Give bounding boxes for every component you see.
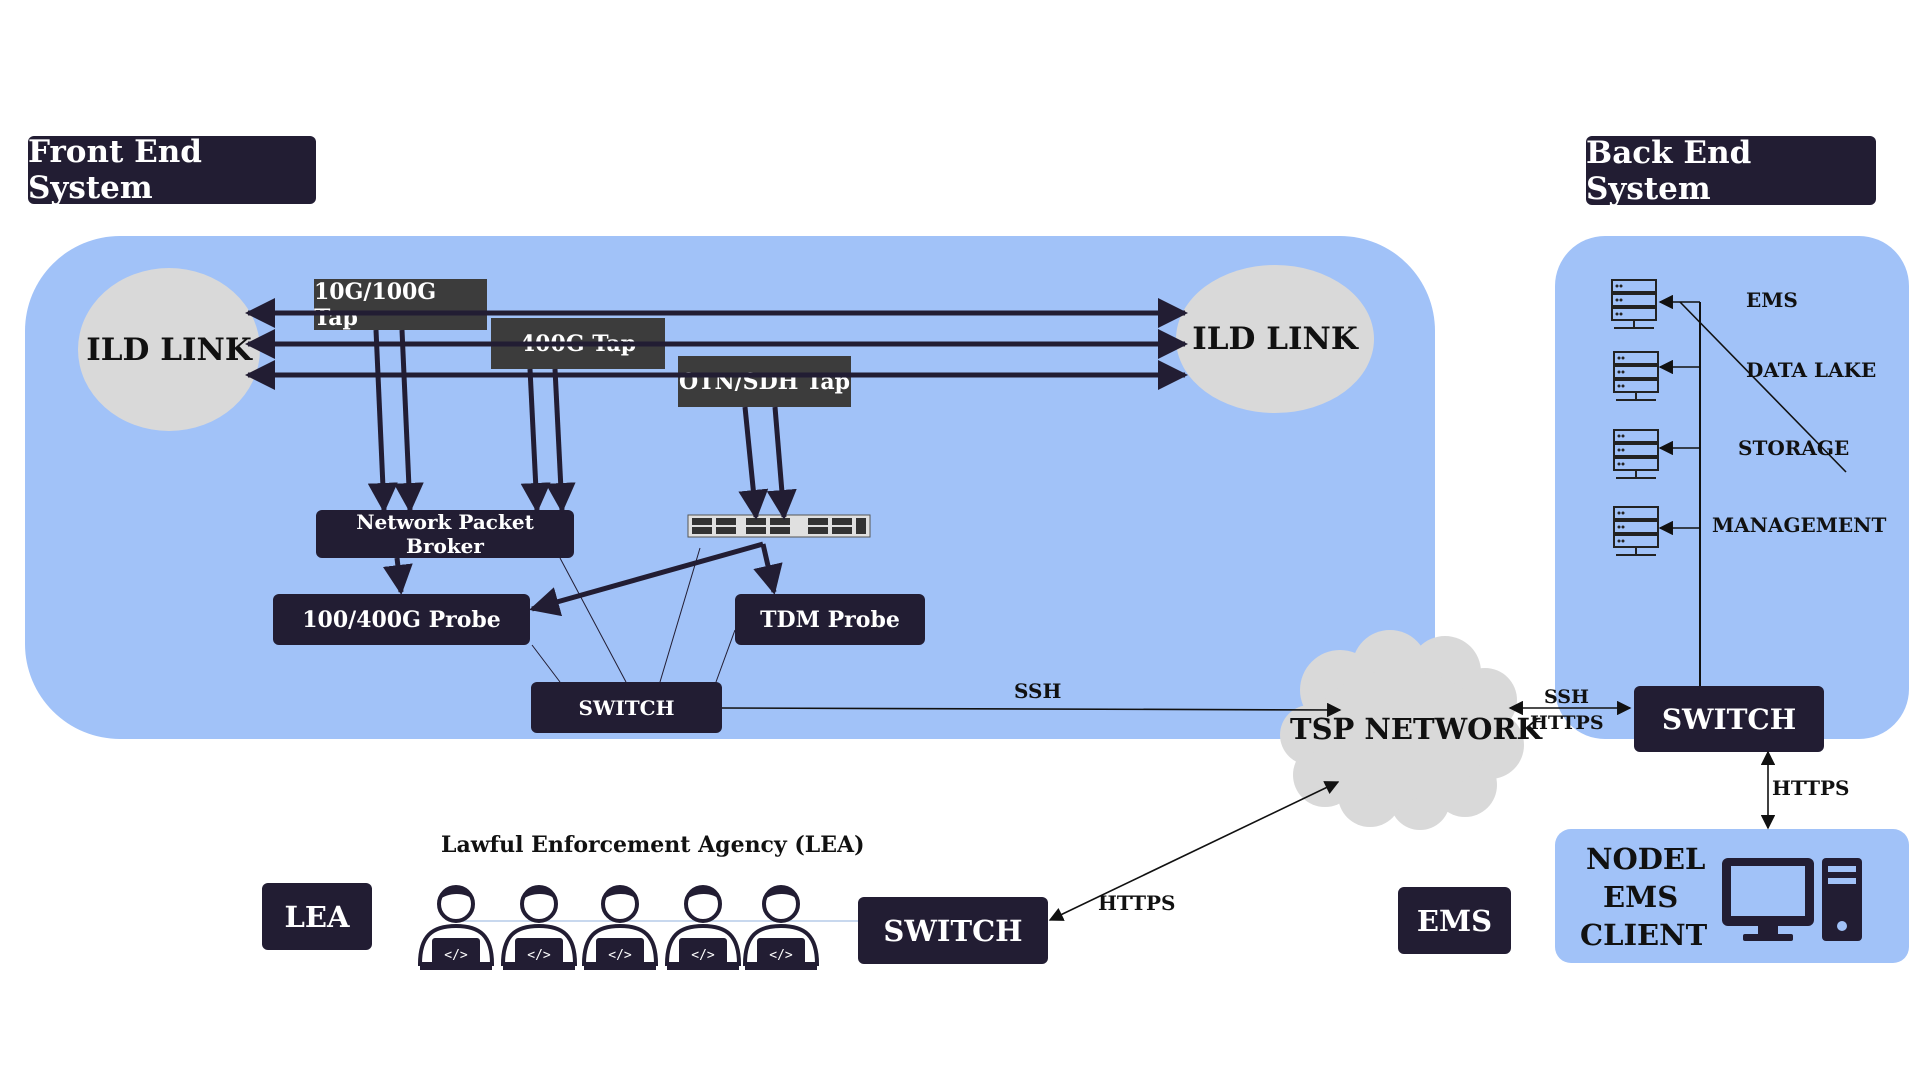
- switch-lea: SWITCH: [858, 897, 1048, 964]
- ild-link-left: ILD LINK: [78, 268, 260, 431]
- https-label-client: HTTPS: [1772, 776, 1850, 800]
- https-label-back: HTTPS: [1530, 712, 1604, 734]
- backend-item-management: MANAGEMENT: [1712, 513, 1887, 537]
- switch-front: SWITCH: [531, 682, 722, 733]
- network-packet-broker: Network Packet Broker: [316, 510, 574, 558]
- nodel-line2: EMS: [1603, 880, 1679, 914]
- tdm-probe: TDM Probe: [735, 594, 925, 645]
- backend-item-ems: EMS: [1746, 288, 1798, 312]
- back-end-title: Back End System: [1586, 135, 1876, 207]
- tsp-network-label: TSP NETWORK: [1290, 712, 1542, 746]
- switch-back: SWITCH: [1634, 686, 1824, 752]
- ems-box: EMS: [1398, 887, 1511, 954]
- front-end-title: Front End System: [28, 134, 316, 206]
- ild-link-right: ILD LINK: [1176, 265, 1374, 413]
- ssh-label: SSH: [1014, 679, 1062, 703]
- probe-100-400g: 100/400G Probe: [273, 594, 530, 645]
- nodel-line1: NODEL: [1586, 842, 1706, 876]
- lea-box: LEA: [262, 883, 372, 950]
- lea-title: Lawful Enforcement Agency (LEA): [441, 832, 865, 858]
- nodel-line3: CLIENT: [1580, 918, 1708, 952]
- backend-item-data-lake: DATA LAKE: [1746, 358, 1877, 382]
